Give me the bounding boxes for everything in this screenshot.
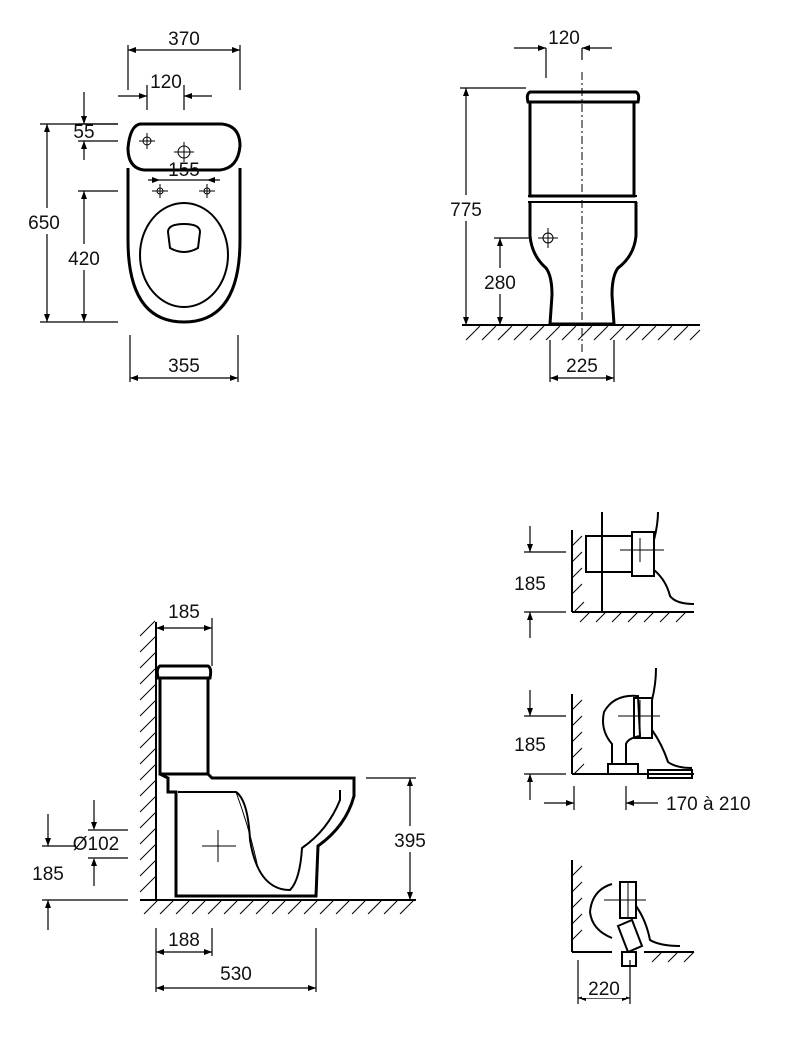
top-view: 370 120 55 155 650 4 — [22, 29, 242, 382]
bowl-body-front — [528, 202, 638, 326]
detail-view-1: 185 — [514, 511, 695, 638]
dim-inlet-height: 280 — [484, 273, 516, 294]
dim-total-length: 650 — [28, 213, 60, 234]
dim-seat-to-back: 420 — [68, 249, 100, 270]
dim-outlet-height: 185 — [32, 864, 64, 885]
dim-tank-offset: 55 — [73, 122, 94, 143]
detail2-range: 170 à 210 — [666, 794, 751, 815]
tank-lid-front — [525, 90, 641, 104]
seat-ring-top — [139, 202, 229, 308]
tank-outline-top — [126, 122, 242, 172]
dim-total-depth: 530 — [220, 964, 252, 985]
tank-hole-right — [174, 142, 194, 162]
seat-hole-right — [199, 184, 215, 198]
tank-hole-left — [139, 133, 155, 149]
detail-view-3: 220 — [571, 860, 695, 1004]
detail-view-2: 185 170 à 210 — [514, 667, 751, 815]
dim-seat-holes: 155 — [168, 160, 200, 181]
dim-width-top: 370 — [168, 29, 200, 50]
bowl-outline-top — [126, 168, 242, 324]
bowl-side — [159, 772, 356, 898]
front-view: 120 775 280 225 — [444, 28, 701, 382]
dim-outlet-offset: 188 — [168, 930, 200, 951]
dim-base-width: 225 — [566, 356, 598, 377]
bowl-opening-top — [166, 222, 202, 253]
wall-hatch-side — [139, 620, 156, 893]
dim-width-bottom: 355 — [168, 356, 200, 377]
dim-tank-depth: 185 — [168, 602, 200, 623]
dim-inlet-offset: 120 — [548, 28, 580, 49]
detail2-height: 185 — [514, 735, 546, 756]
dim-seat-height: 395 — [394, 831, 426, 852]
side-view: 185 395 Ø102 185 188 — [32, 602, 432, 992]
detail3-offset: 220 — [588, 979, 620, 1000]
dim-outlet-diameter: Ø102 — [73, 834, 119, 855]
tank-side — [155, 664, 213, 680]
dim-total-height: 775 — [450, 200, 482, 221]
detail1-height: 185 — [514, 574, 546, 595]
seat-hole-left — [152, 184, 168, 198]
floor-hatch-front — [465, 325, 701, 341]
inlet-mark-front — [538, 228, 558, 248]
dim-holes-spacing: 120 — [150, 72, 182, 93]
floor-hatch-side — [143, 899, 415, 915]
